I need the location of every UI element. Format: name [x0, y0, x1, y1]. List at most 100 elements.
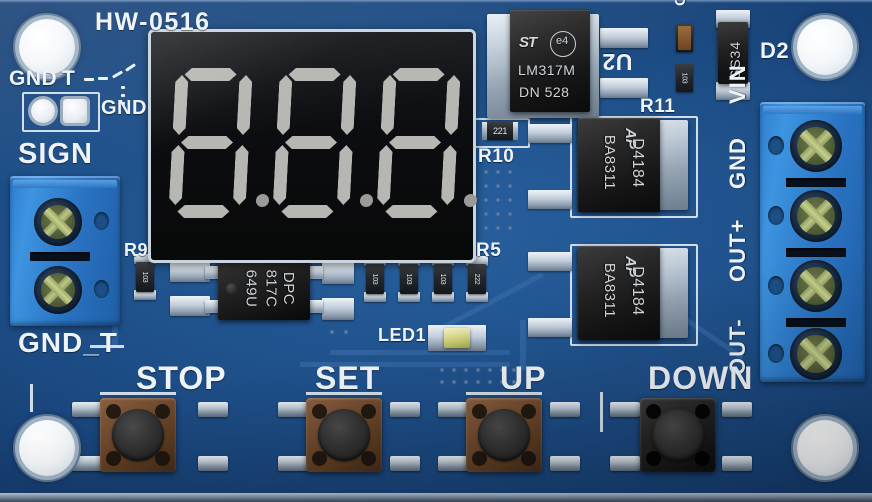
segment-g — [285, 136, 338, 149]
segment-e — [273, 145, 289, 205]
segment-c — [441, 145, 457, 205]
terminal-screw-gnd[interactable] — [790, 190, 842, 242]
button-lead — [390, 402, 420, 417]
button-pin — [695, 404, 710, 419]
mosfet-batch: BA8311 — [601, 134, 619, 191]
resistor-marking: 103 — [405, 273, 413, 285]
pad-pair-outline — [22, 92, 100, 132]
button-cap[interactable] — [478, 409, 530, 461]
resistor-terminal — [482, 122, 487, 140]
terminal-wire-hole — [768, 276, 784, 295]
through-hole-pad-gnd — [31, 99, 55, 123]
mosfet-pin-pad — [528, 190, 572, 209]
via — [500, 368, 504, 372]
up-button[interactable] — [466, 398, 542, 472]
terminal-block-right[interactable] — [760, 102, 865, 382]
via — [512, 368, 516, 372]
through-hole-pad-t — [63, 99, 87, 123]
silkscreen-divider — [100, 392, 176, 395]
button-lead — [610, 456, 640, 471]
optocoupler-pin1-dot — [226, 283, 237, 294]
terminal-screw-vin[interactable] — [790, 120, 842, 172]
via — [508, 184, 512, 188]
optocoupler-pin — [205, 266, 222, 279]
resistor-marking: 222 — [473, 273, 481, 285]
regulator-pin-pad — [600, 78, 648, 98]
terminal-block-left[interactable] — [10, 176, 120, 326]
button-lead — [198, 456, 228, 471]
segment-f — [276, 75, 292, 135]
button-lead — [550, 402, 580, 417]
button-lead — [72, 402, 102, 417]
resistor-marking: 103 — [681, 72, 688, 84]
via — [512, 380, 516, 384]
trace — [330, 350, 510, 355]
resistor-r11: 103 — [676, 64, 693, 92]
via — [508, 212, 512, 216]
button-cap[interactable] — [652, 409, 704, 461]
button-pin — [312, 404, 327, 419]
via — [488, 368, 492, 372]
button-lead — [438, 456, 468, 471]
mosfet-part-number: D4184 — [628, 266, 646, 316]
resistor-pad — [398, 256, 420, 266]
via — [508, 226, 512, 230]
segment-g — [181, 136, 234, 149]
silkscreen-gnd-callout: GND — [101, 97, 147, 119]
button-lead — [722, 456, 752, 471]
optocoupler-line2: 817C — [262, 269, 280, 308]
terminal-label-out-plus: OUT+ — [725, 218, 750, 282]
diode-pad — [716, 82, 750, 100]
down-button[interactable] — [640, 398, 716, 472]
terminal-wire-slot — [786, 178, 846, 187]
optocoupler-line1: DPC — [280, 271, 298, 306]
optocoupler-line3: 649U — [242, 269, 260, 308]
resistor: 103 — [400, 264, 418, 294]
segment-b — [444, 75, 460, 135]
silkscreen-u2: U2 — [602, 49, 633, 75]
resistor: 103 — [434, 264, 452, 294]
segment-f — [380, 75, 396, 135]
silkscreen-r9: R9 — [124, 240, 149, 260]
resistor-marking: 103 — [439, 273, 447, 285]
silkscreen-gnd-pad-label: GND — [9, 67, 58, 90]
smd-pad — [170, 296, 210, 316]
via — [472, 212, 476, 216]
button-pin — [521, 451, 536, 466]
silkscreen-gnd-t-label: GND_T — [18, 327, 118, 358]
silkscreen-c3: C3 — [672, 0, 689, 6]
button-label-down: DOWN — [648, 360, 754, 396]
via — [496, 170, 500, 174]
resistor-pad — [466, 256, 488, 266]
terminal-screw-out-minus[interactable] — [790, 328, 842, 380]
segment-g — [389, 136, 442, 149]
set-button[interactable] — [306, 398, 382, 472]
via — [496, 226, 500, 230]
button-label-stop: STOP — [136, 360, 227, 396]
button-cap[interactable] — [112, 409, 164, 461]
terminal-wire-hole — [768, 344, 784, 363]
via — [452, 380, 456, 384]
terminal-screw-out-plus[interactable] — [790, 260, 842, 312]
resistor-terminal — [513, 122, 518, 140]
button-lead — [278, 402, 308, 417]
silkscreen-divider — [90, 345, 124, 348]
stop-button[interactable] — [100, 398, 176, 472]
mosfet-pin-pad — [528, 318, 572, 337]
via — [464, 368, 468, 372]
resistor-pad — [134, 290, 156, 300]
display-digit-3 — [373, 68, 478, 218]
decimal-point — [463, 194, 478, 207]
terminal-screw-sign[interactable] — [34, 198, 82, 246]
resistor-r9: 103 — [136, 262, 154, 292]
button-pin — [106, 404, 121, 419]
segment-c — [233, 145, 249, 205]
smd-pad — [322, 262, 354, 284]
terminal-screw-gnd-t[interactable] — [34, 266, 82, 314]
mosfet-pin-pad — [528, 252, 572, 271]
button-cap[interactable] — [318, 409, 370, 461]
silkscreen-divider — [30, 384, 33, 412]
resistor-r10: 221 — [482, 122, 518, 140]
terminal-label-gnd: GND — [725, 137, 750, 189]
